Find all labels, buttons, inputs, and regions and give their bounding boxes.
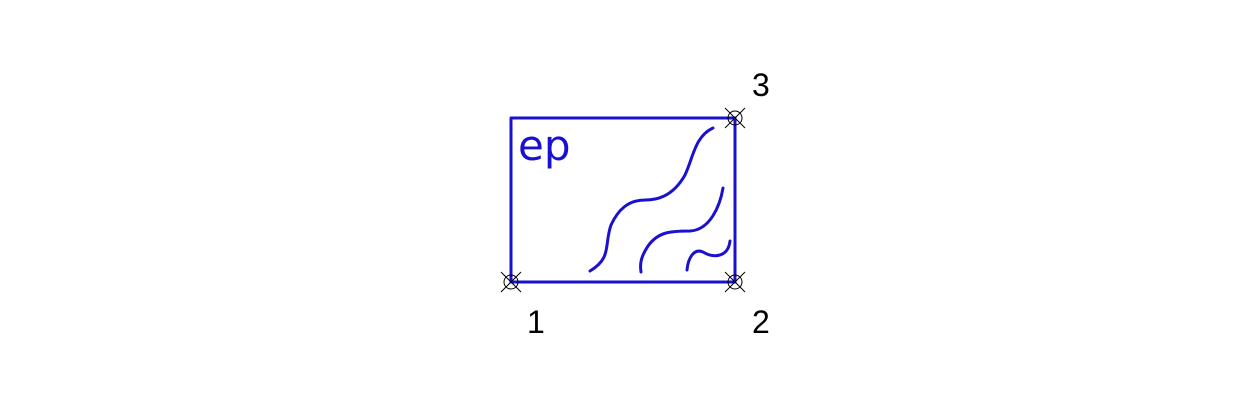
point-marker-1[interactable] — [500, 271, 522, 293]
symbol-label: ep — [518, 121, 571, 170]
point-label-2: 2 — [752, 304, 770, 340]
wave-line-small — [685, 239, 732, 272]
symbol-outline — [509, 116, 737, 284]
point-label-1: 1 — [527, 304, 545, 340]
point-marker-3[interactable] — [724, 107, 746, 129]
point-marker-2[interactable] — [724, 271, 746, 293]
wave-line-large — [588, 126, 715, 273]
point-label-3: 3 — [752, 67, 770, 103]
wave-line-medium — [639, 186, 725, 274]
